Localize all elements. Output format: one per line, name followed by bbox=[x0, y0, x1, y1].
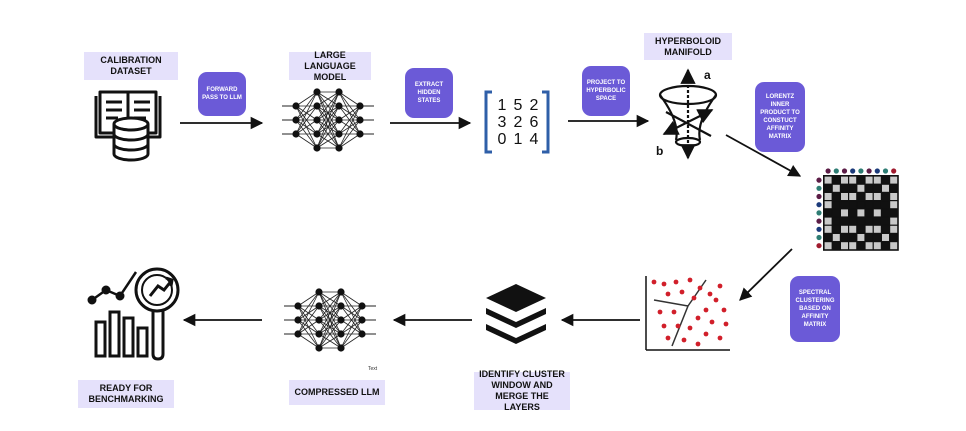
identify-merge-label: IDENTIFY CLUSTER WINDOW AND MERGE THE LA… bbox=[474, 369, 570, 412]
matrix-cell: 5 bbox=[514, 97, 523, 114]
forward-pass-pill: FORWARD PASS TO LLM bbox=[198, 72, 246, 116]
compressed-llm-label: COMPRESSED LLM bbox=[289, 380, 385, 405]
matrix-cell: 2 bbox=[514, 114, 523, 131]
matrix-cell: 3 bbox=[498, 114, 507, 131]
project-hyperbolic-pill: PROJECT TO HYPERBOLIC SPACE bbox=[582, 66, 630, 116]
matrix-bracket-icon bbox=[484, 90, 550, 154]
matrix-cell: 2 bbox=[530, 97, 539, 114]
layers-stack-icon bbox=[486, 284, 546, 344]
lorentz-product-pill: LORENTZ INNER PRODUCT TO CONSTUCT AFFINI… bbox=[755, 82, 805, 152]
spectral-clustering-pill: SPECTRAL CLUSTERING BASED ON AFFINITY MA… bbox=[790, 276, 840, 342]
stray-text: Text bbox=[368, 366, 378, 372]
neural-network-icon bbox=[284, 288, 376, 352]
matrix-cell: 1 bbox=[498, 97, 507, 114]
database-icon bbox=[112, 116, 150, 162]
ready-benchmark-label: READY FOR BENCHMARKING bbox=[78, 380, 174, 408]
matrix-cell: 6 bbox=[530, 114, 539, 131]
affinity-matrix-icon bbox=[816, 168, 899, 251]
hyperboloid-label: HYPERBOLOID MANIFOLD bbox=[644, 33, 732, 60]
arrow-hyperboloid-to-affinity bbox=[725, 134, 802, 177]
llm-label: LARGE LANGUAGE MODEL bbox=[289, 50, 371, 82]
benchmark-magnifier-icon bbox=[87, 267, 180, 361]
axis-a-label: a bbox=[704, 68, 711, 82]
matrix-cell: 4 bbox=[530, 131, 539, 148]
extract-hidden-pill: EXTRACT HIDDEN STATES bbox=[405, 68, 453, 118]
matrix-cell: 1 bbox=[514, 131, 523, 148]
cluster-scatter-icon bbox=[645, 276, 730, 351]
hyperboloid-icon bbox=[658, 68, 718, 160]
neural-network-icon bbox=[282, 88, 374, 152]
axis-b-label: b bbox=[656, 144, 663, 158]
matrix-cell: 0 bbox=[498, 131, 507, 148]
calibration-dataset-label: CALIBRATION DATASET bbox=[84, 52, 178, 80]
arrow-affinity-to-scatter bbox=[739, 248, 793, 301]
